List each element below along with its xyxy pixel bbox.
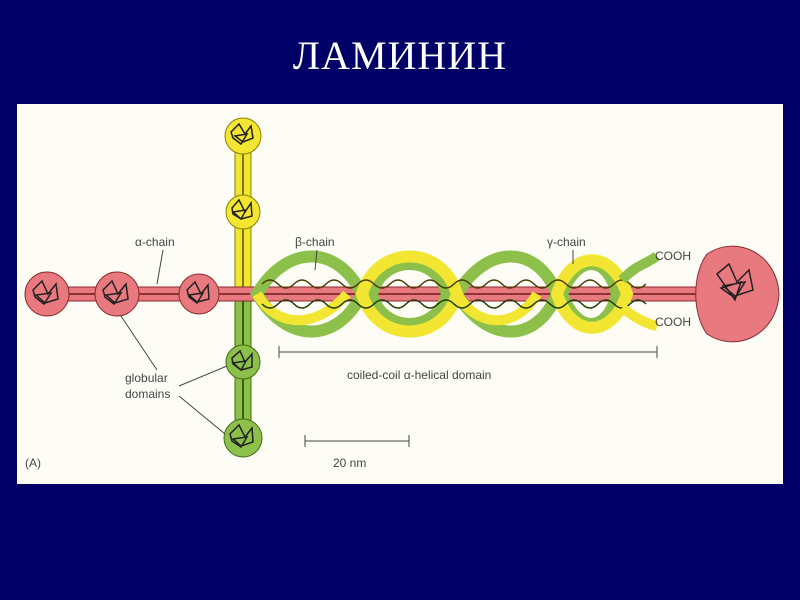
coiled-coil-bracket — [278, 346, 658, 358]
beta-globule-2-tangle — [231, 198, 253, 221]
cooh-top-label: COOH — [655, 249, 691, 263]
gamma-chain-label: γ-chain — [547, 235, 586, 249]
gamma-globule-1-tangle — [231, 349, 253, 372]
beta-globule-1-tangle — [230, 122, 254, 146]
beta-chain-label: β-chain — [295, 235, 335, 249]
laminin-diagram: α-chain β-chain γ-chain COOH COOH globul… — [24, 117, 780, 470]
beta-globular-domain-2 — [225, 194, 261, 230]
scale-bar-label: 20 nm — [333, 456, 366, 470]
panel-label: (A) — [25, 456, 41, 470]
alpha-chain-label: α-chain — [135, 235, 175, 249]
gamma-globule-2-tangle — [229, 423, 254, 449]
cooh-bottom-label: COOH — [655, 315, 691, 329]
globular-domains-label-line2: domains — [125, 387, 170, 401]
globular-domains-label-line1: globular — [125, 371, 168, 385]
laminin-diagram-panel: α-chain β-chain γ-chain COOH COOH globul… — [17, 104, 783, 484]
coiled-coil-label: coiled-coil α-helical domain — [347, 368, 491, 382]
globular-domains-leaders — [120, 315, 228, 435]
scale-bar — [304, 435, 410, 447]
alpha-terminal-tangle — [715, 262, 754, 302]
slide-title: ЛАМИНИН — [292, 33, 508, 78]
alpha-globule-3-tangle — [186, 280, 210, 305]
coiled-coil-domain — [249, 250, 661, 338]
beta-globular-domain-1 — [224, 117, 262, 155]
beta-chain-leader — [314, 249, 318, 271]
alpha-chain-leader — [156, 249, 164, 285]
alpha-globule-2-tangle — [102, 279, 129, 306]
alpha-globule-1-tangle — [32, 279, 59, 306]
